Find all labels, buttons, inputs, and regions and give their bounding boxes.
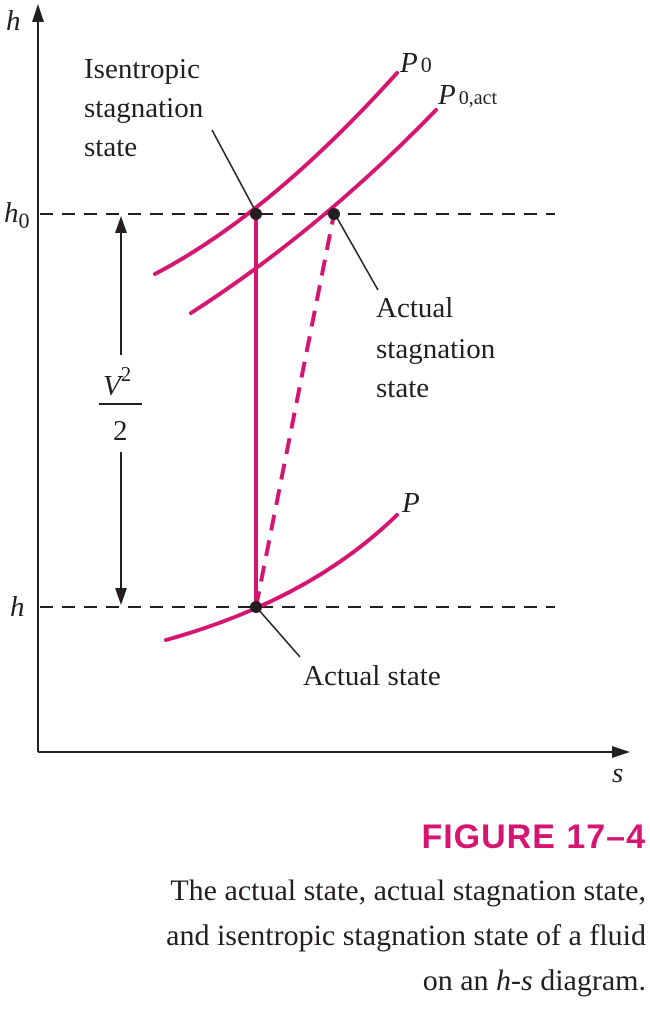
isentropic-stagnation-point	[250, 208, 262, 220]
caption-line-3-prefix: on an	[422, 964, 497, 997]
dimension-up-arrowhead	[115, 216, 127, 233]
actual-stag-line2: stagnation	[376, 333, 496, 365]
dimension-down-arrowhead	[115, 588, 127, 605]
caption-line-3-italic: h-s	[496, 964, 533, 997]
p0act-sub: 0,act	[459, 87, 498, 109]
leader-lines	[211, 129, 379, 658]
h0-tick-sub: 0	[19, 208, 30, 233]
actual-stagnation-annotation: Actual stagnation state	[376, 292, 496, 404]
caption-line-3-suffix: diagram.	[532, 964, 646, 997]
actual-stagnation-point	[328, 208, 340, 220]
actual-stag-line3: state	[376, 372, 429, 404]
p0-curve	[153, 71, 399, 276]
x-axis-label: s	[612, 757, 623, 789]
caption-line-3: on an h-s diagram.	[6, 958, 646, 1003]
reference-lines	[40, 213, 555, 608]
figure-caption: The actual state, actual stagnation stat…	[6, 868, 646, 1003]
actual-process-line	[254, 213, 336, 608]
actual-stagnation-leader	[335, 215, 379, 291]
p0-sub: 0	[421, 52, 432, 77]
figure-title: FIGURE 17–4	[421, 818, 646, 856]
x-axis-arrowhead	[612, 746, 630, 758]
isentropic-stagnation-annotation: Isentropic stagnation state	[84, 53, 204, 163]
actual-state-annotation: Actual state	[303, 660, 441, 692]
kinetic-denominator: 2	[113, 415, 128, 447]
p-curve-label: P	[401, 487, 420, 519]
pressure-curves	[153, 71, 438, 642]
p-curve	[164, 513, 399, 642]
actual-state-leader	[257, 608, 301, 658]
actual-stag-line1: Actual	[376, 292, 453, 324]
h-tick-label: h	[10, 591, 25, 623]
caption-line-1: The actual state, actual stagnation stat…	[170, 874, 646, 907]
kinetic-numerator: V2	[103, 362, 131, 402]
p0act-curve	[189, 108, 438, 315]
isentropic-line2: stagnation	[84, 92, 204, 124]
h0-tick-label: h0	[4, 197, 30, 233]
isentropic-line3: state	[84, 131, 137, 163]
h0-tick-main: h	[4, 197, 19, 229]
caption-line-2: and isentropic stagnation state of a flu…	[166, 919, 646, 952]
y-axis-label: h	[6, 5, 21, 37]
axes	[37, 12, 622, 753]
isentropic-leader	[211, 129, 257, 213]
isentropic-line1: Isentropic	[84, 53, 200, 85]
y-axis-arrowhead	[32, 4, 44, 22]
kinetic-exponent: 2	[121, 362, 132, 386]
